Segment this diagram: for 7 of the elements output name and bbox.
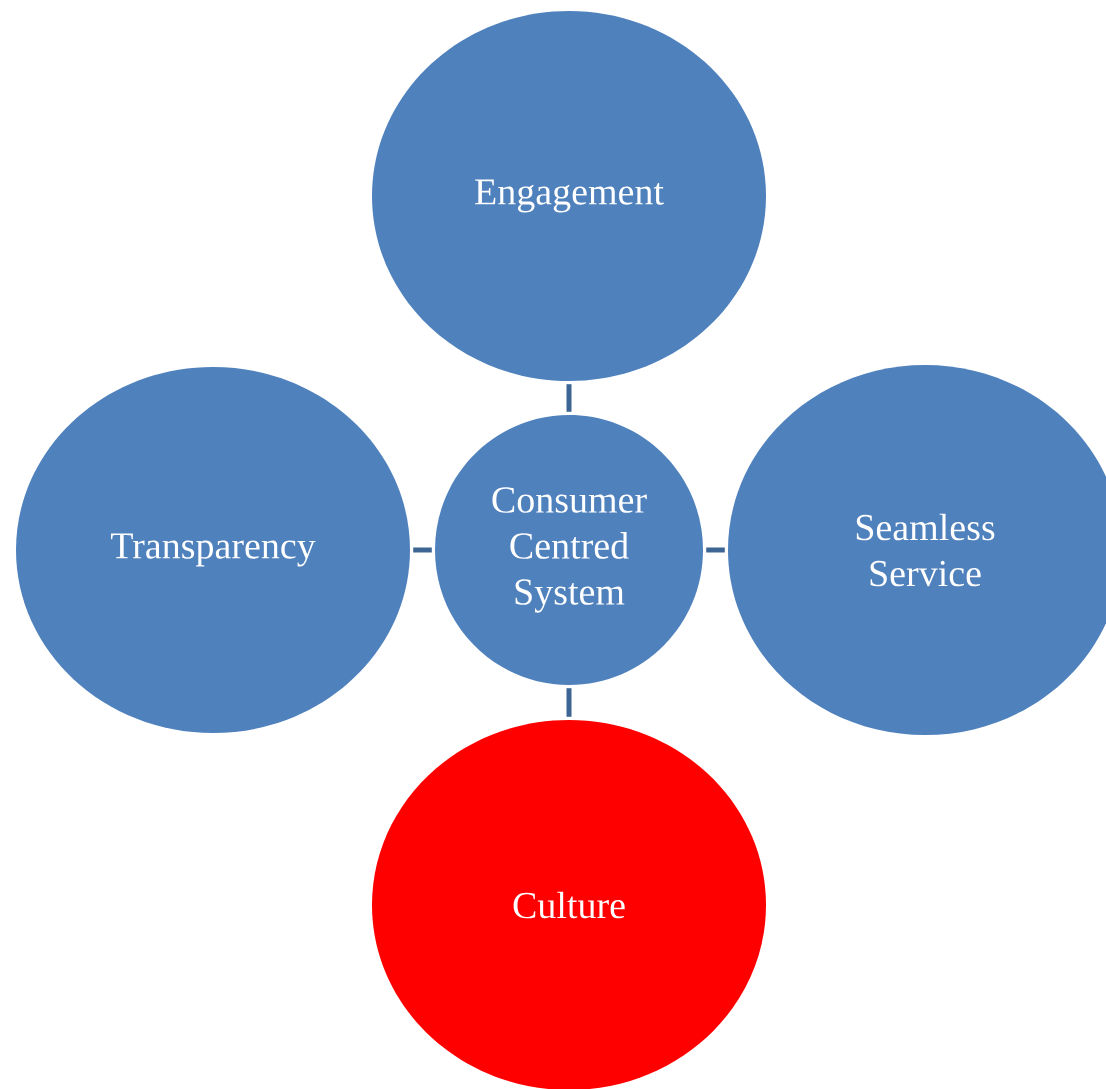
circle-node: Engagement [372, 11, 766, 381]
connector-line [566, 384, 572, 412]
connector-line [706, 547, 725, 553]
circle-node: Transparency [16, 367, 410, 733]
connector-line [413, 547, 432, 553]
circle-node: Consumer Centred System [435, 415, 703, 685]
connector-line [566, 688, 572, 717]
